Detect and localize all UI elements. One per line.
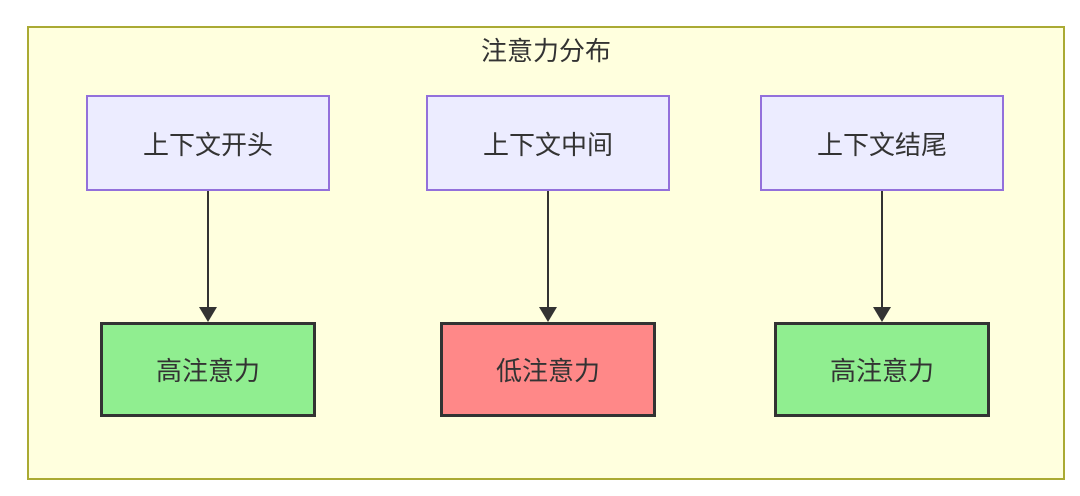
arrow-line <box>547 191 549 307</box>
attention-node-label: 高注意力 <box>155 356 260 386</box>
arrow-line <box>881 191 883 307</box>
flow-column: 上下文中间 低注意力 <box>426 95 670 417</box>
arrowhead-icon <box>539 307 557 322</box>
context-end-node-label: 上下文结尾 <box>816 129 947 160</box>
context-start-node-label: 上下文开头 <box>142 129 273 160</box>
attention-node-label: 高注意力 <box>829 356 934 386</box>
attention-node: 高注意力 <box>100 322 316 417</box>
arrowhead-icon <box>199 307 217 322</box>
diagram-title: 注意力分布 <box>480 36 611 66</box>
context-middle-node: 上下文中间 <box>426 95 670 191</box>
diagram-container: 注意力分布 上下文开头 高注意力 上下文中间 低注意力 上下文结尾 高注意力 <box>27 26 1065 480</box>
arrow-line <box>207 191 209 307</box>
context-end-node: 上下文结尾 <box>760 95 1004 191</box>
attention-node-label: 低注意力 <box>495 356 600 386</box>
arrowhead-icon <box>873 307 891 322</box>
flow-column: 上下文开头 高注意力 <box>86 95 330 417</box>
context-start-node: 上下文开头 <box>86 95 330 191</box>
context-middle-node-label: 上下文中间 <box>482 129 613 160</box>
attention-node: 低注意力 <box>440 322 656 417</box>
flow-column: 上下文结尾 高注意力 <box>760 95 1004 417</box>
attention-node: 高注意力 <box>774 322 990 417</box>
